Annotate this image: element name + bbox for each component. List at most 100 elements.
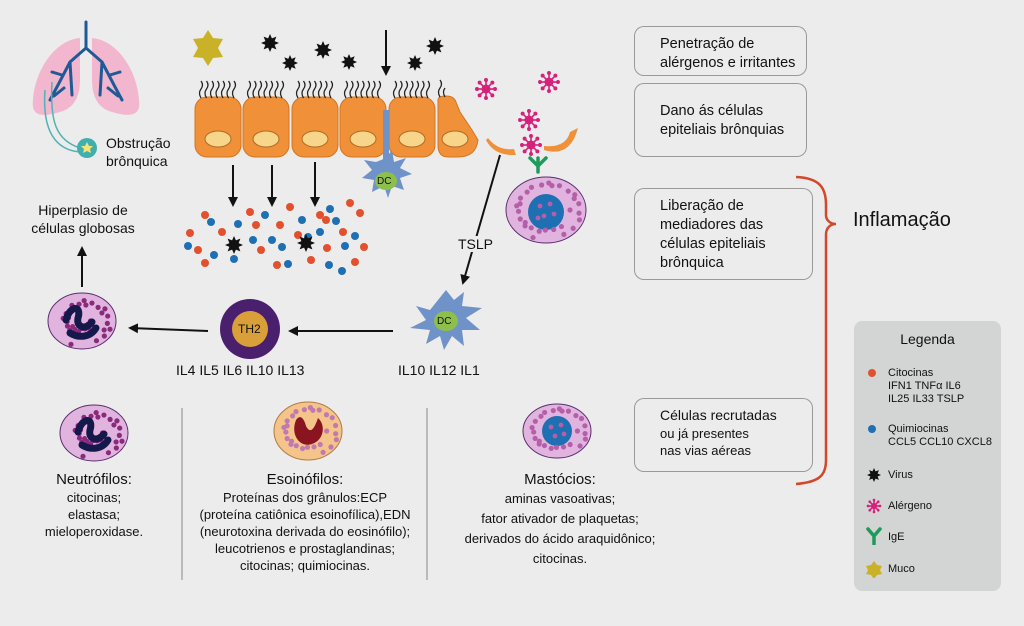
- neutrophil-line-1: citocinas;: [66, 490, 122, 505]
- granule: [551, 211, 557, 217]
- th2-cell: [220, 299, 280, 359]
- legend-chemokines-title: Quimiocinas: [888, 423, 949, 435]
- cytokine-dot: [351, 258, 359, 266]
- virus-icon: [225, 236, 243, 254]
- legend-panel: Legenda Citocinas IFN1 TNFα IL6 IL25 IL3…: [854, 321, 1001, 591]
- granule: [101, 327, 107, 333]
- eosinophil-line-2: (proteína catiônica esoinofílica),EDN: [199, 507, 411, 522]
- mast-cell-line-1: aminas vasoativas;: [504, 491, 616, 506]
- granule: [99, 310, 105, 316]
- granule: [310, 407, 316, 413]
- granule: [317, 441, 323, 448]
- neutrophil-line-3: mieloperoxidase.: [44, 524, 144, 539]
- granule: [89, 300, 95, 306]
- epithelium: [194, 79, 578, 158]
- mast-cell-description: Mastócios: aminas vasoativas; fator ativ…: [440, 470, 680, 569]
- step-3-line-3: células epiteliais: [660, 236, 766, 252]
- granule: [64, 323, 71, 329]
- cell-fragment: [544, 128, 578, 152]
- virus-icon: [426, 37, 444, 55]
- chemokine-dot: [249, 236, 257, 244]
- cytokine-dot: [323, 244, 331, 252]
- granule: [582, 430, 588, 437]
- granule: [537, 203, 543, 209]
- granule: [547, 201, 553, 207]
- granule: [104, 320, 110, 326]
- chemokine-dot: [298, 216, 306, 224]
- granule: [80, 453, 86, 459]
- granule: [565, 408, 572, 414]
- inflammation-label: Inflamação: [853, 209, 951, 231]
- step-1-line-1: Penetração de: [660, 36, 755, 52]
- allergen-icon: [866, 498, 882, 514]
- granule: [535, 215, 541, 221]
- granule: [565, 188, 571, 194]
- chemokine-dot: [230, 255, 238, 263]
- granule: [560, 444, 567, 450]
- granule: [582, 436, 589, 442]
- step-3-line-4: brônquica: [660, 255, 724, 271]
- eosinophil-line-3: (neurotoxina derivada do eosinófilo);: [199, 524, 411, 539]
- th2-cytokines-label: IL4 IL5 IL6 IL10 IL13: [176, 362, 305, 378]
- eosinophil-line-1: Proteínas dos grânulos:ECP: [222, 490, 388, 505]
- virus-icon: [867, 468, 881, 482]
- granule: [515, 208, 522, 214]
- granule: [567, 441, 573, 448]
- dc-label-top: DC: [377, 176, 392, 187]
- granule: [578, 415, 585, 422]
- granule: [93, 338, 100, 344]
- granule: [323, 412, 330, 418]
- granule: [284, 435, 290, 442]
- hyperplasia-line-2: células globosas: [31, 220, 135, 236]
- granule: [117, 425, 123, 431]
- granule: [561, 431, 567, 437]
- chemokine-dot: [284, 260, 292, 268]
- granule: [571, 195, 577, 202]
- virus-icon: [297, 234, 315, 252]
- cytokine-dot: [201, 211, 209, 219]
- virus-icon: [867, 468, 881, 482]
- granule: [111, 422, 117, 428]
- step-1-line-2: alérgenos e irritantes: [660, 55, 796, 71]
- obstruction-label: Obstrução brônquica: [106, 134, 171, 170]
- chemokine-dot: [184, 242, 192, 250]
- cytokine-dot: [246, 208, 254, 216]
- granule: [283, 429, 289, 435]
- virus-icon: [261, 34, 279, 52]
- chemokine-dot: [261, 211, 269, 219]
- cytokine-dot: [356, 209, 364, 217]
- granule: [333, 431, 339, 437]
- granule: [68, 341, 74, 347]
- allergen-icon: [475, 78, 497, 100]
- granule: [113, 439, 119, 445]
- legend-cytokines-title: Citocinas: [888, 367, 934, 379]
- cell-fragment: [486, 138, 516, 156]
- virus-icon: [282, 55, 298, 71]
- granule: [288, 438, 295, 444]
- eosinophil-icon: [273, 401, 343, 461]
- mediator-cloud: [184, 199, 368, 275]
- cytokine-dot: [252, 221, 260, 229]
- eosinophil-title: Esoinófilos:: [266, 471, 344, 488]
- inflammation-brace: [795, 175, 837, 486]
- granule: [530, 234, 536, 241]
- granule: [301, 407, 307, 413]
- granule: [290, 413, 296, 419]
- cytokine-dot: [276, 221, 284, 229]
- mast-cell-line-2: fator ativador de plaquetas;: [481, 511, 639, 526]
- granule: [541, 442, 548, 449]
- granule: [556, 183, 563, 189]
- damaged-epithelial-cell: [437, 79, 479, 158]
- granule: [549, 183, 555, 189]
- cytokine-dot: [186, 229, 194, 237]
- granule: [539, 182, 545, 188]
- granule: [550, 407, 556, 414]
- granule: [113, 445, 119, 451]
- cytokine-dot: [322, 216, 330, 224]
- mast-cell-line-4: citocinas.: [532, 551, 588, 566]
- legend-mucus-label: Muco: [888, 563, 915, 575]
- step-box-penetration: Penetração de alérgenos e irritantes: [634, 26, 807, 76]
- virus-icon: [341, 54, 357, 70]
- granule: [293, 443, 299, 449]
- mast-cell-ige: [505, 156, 587, 244]
